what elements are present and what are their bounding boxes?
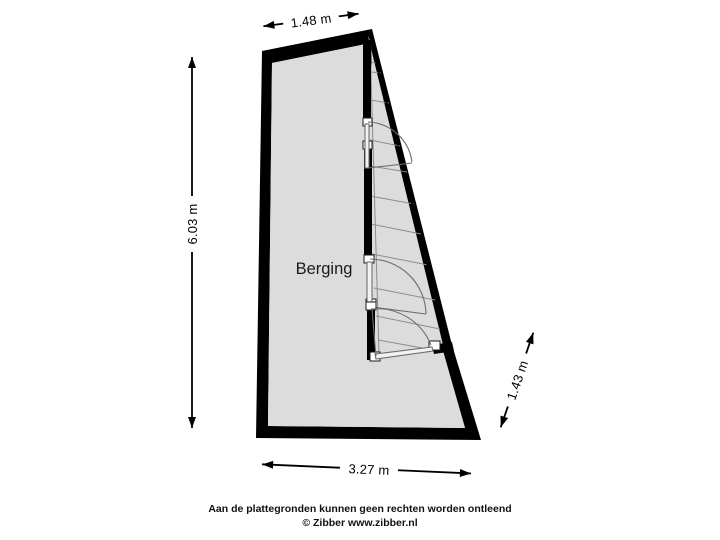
outer-walls <box>256 29 481 440</box>
door-upper-leaf <box>364 123 370 169</box>
door-middle-leaf-edge <box>371 306 427 315</box>
dim-top-arrow-left <box>263 20 275 29</box>
dim-top-arrow-right <box>347 11 359 20</box>
door-middle-leaf <box>366 261 373 308</box>
dim-left-label: 6.03 m <box>185 204 200 245</box>
dimension-left-height: 6.03 m <box>183 57 200 428</box>
stair-step <box>371 253 429 266</box>
door-lower <box>365 301 441 362</box>
dimension-bottom-width: 3.27 m <box>262 459 471 480</box>
dim-bottom-label: 3.27 m <box>348 461 390 478</box>
dim-bottom-arrow-right <box>459 468 471 477</box>
dimension-top-width: 1.48 m <box>263 8 359 33</box>
footer: Aan de plattegronden kunnen geen rechten… <box>208 503 511 529</box>
dim-left-arrow-top <box>188 57 196 68</box>
doors <box>362 117 441 362</box>
dimension-lines: 1.48 m 6.03 m 1.43 m <box>183 8 535 480</box>
partition-wall-segment <box>364 148 372 260</box>
dim-top-label: 1.48 m <box>290 10 333 30</box>
dimension-right-height: 1.43 m <box>499 332 535 428</box>
stair-step <box>370 61 377 64</box>
wall-outline <box>256 29 481 440</box>
partition-wall-segment <box>367 305 375 360</box>
stair-step <box>370 223 422 235</box>
stair-stringer <box>369 39 380 355</box>
door-upper <box>362 117 413 169</box>
stair-step <box>369 195 415 205</box>
stair-step <box>373 287 436 301</box>
sloped-ceiling-dashed-edge <box>367 32 451 350</box>
door-lower-strike-plate <box>428 340 441 351</box>
door-middle-swing-arc <box>369 258 427 315</box>
door-lower-jamb-top <box>365 301 377 311</box>
door-lower-swing-arc <box>370 308 432 346</box>
footer-disclaimer: Aan de plattegronden kunnen geen rechten… <box>208 503 511 515</box>
room-label-berging: Berging <box>296 260 353 278</box>
footer-copyright: © Zibber www.zibber.nl <box>302 517 417 529</box>
dim-right-label-bg <box>499 351 534 409</box>
partition-wall-segment <box>363 40 371 122</box>
stair-step <box>369 139 401 147</box>
dim-top-label-bg <box>282 8 340 33</box>
door-upper-leaf-edge <box>367 162 413 169</box>
door-upper-swing-arc <box>367 121 413 163</box>
door-lower-leaf-edge <box>371 308 377 357</box>
room-label-group: Berging <box>296 260 353 278</box>
dim-right-arrow-top <box>525 332 534 345</box>
dim-bottom-label-bg <box>339 459 399 480</box>
dim-bottom-arrow-left <box>262 460 274 469</box>
dim-left-arrow-bottom <box>188 417 196 428</box>
stair-step <box>375 315 441 330</box>
staircase-footprint <box>368 36 444 355</box>
dim-right-arrow-bottom <box>500 415 509 428</box>
dim-left-label-bg <box>183 196 200 252</box>
door-lower-leaf <box>374 346 434 360</box>
